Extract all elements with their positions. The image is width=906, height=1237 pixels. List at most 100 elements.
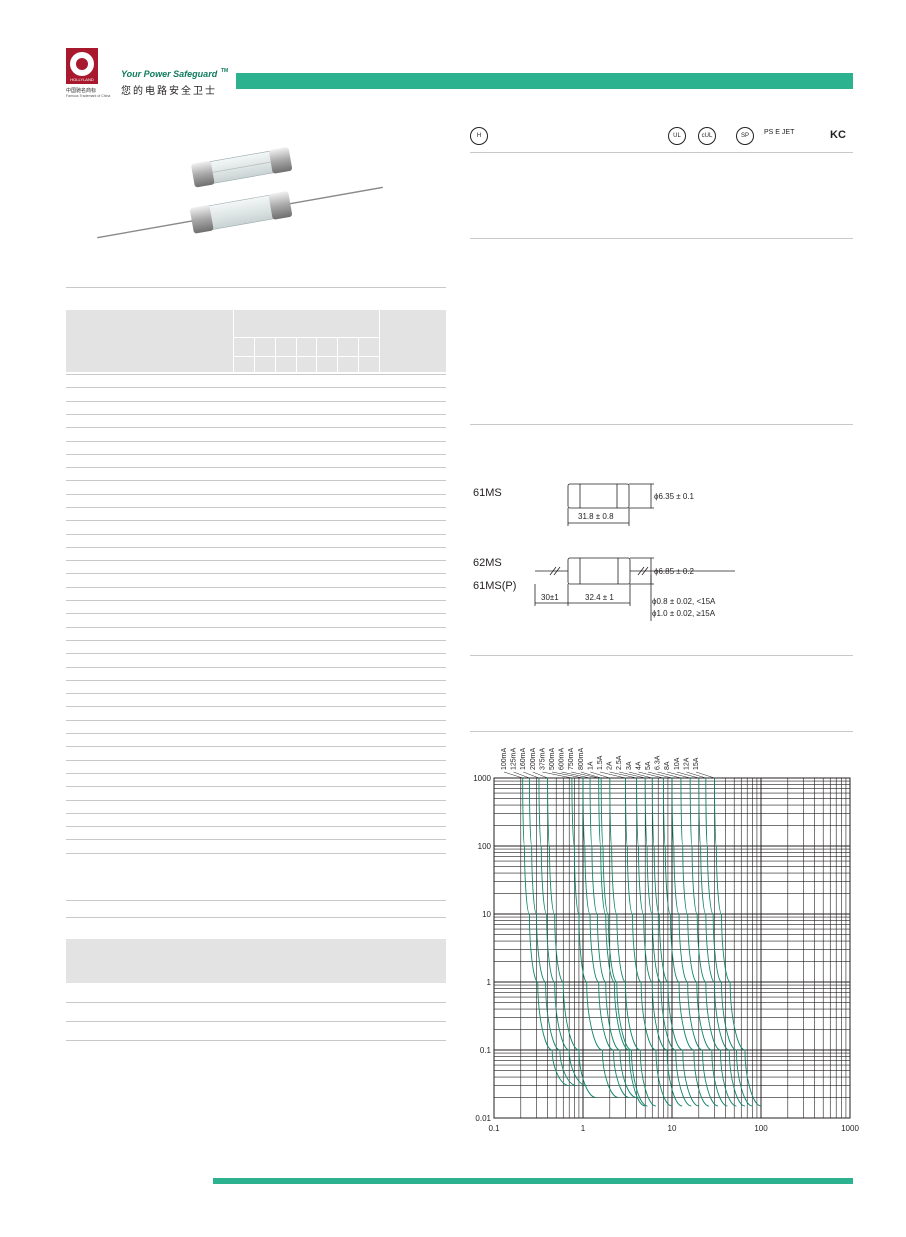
- y-tick-label: 100: [478, 842, 492, 851]
- table-row: [66, 441, 446, 442]
- table-row: [66, 853, 446, 854]
- x-tick-label: 100: [754, 1124, 768, 1133]
- series-leader-100mA: [503, 771, 523, 779]
- series-line-800mA: [600, 777, 648, 1107]
- series-line-100mA: [522, 777, 570, 1087]
- table-row: [66, 480, 446, 481]
- series-line-2.5A: [644, 777, 692, 1107]
- series-label-2.5A: 2.5A: [616, 755, 623, 770]
- series-label-12A: 12A: [683, 757, 690, 770]
- section-divider: [470, 424, 853, 425]
- y-tick-label: 1: [487, 978, 492, 987]
- table-rule: [66, 917, 446, 918]
- table-row: [66, 467, 446, 468]
- x-tick-label: 0.1: [488, 1124, 500, 1133]
- series-line-12A: [705, 777, 753, 1107]
- slogan-chinese: 您的电路安全卫士: [121, 86, 217, 97]
- kc-icon: KC: [830, 129, 846, 141]
- table-row: [66, 534, 446, 535]
- table-row: [66, 680, 446, 681]
- series-line-750mA: [598, 777, 646, 1107]
- dim-wire-note-2: ϕ1.0 ± 0.02, ≥15A: [652, 609, 716, 618]
- series-leader-375mA: [542, 771, 572, 779]
- series-label-8A: 8A: [664, 761, 671, 770]
- series-leader-8A: [667, 771, 691, 779]
- dim-62ms-diameter: ϕ6.85 ± 0.2: [654, 567, 695, 576]
- series-leader-15A: [695, 771, 715, 779]
- series-leader-4A: [638, 771, 664, 779]
- series-leader-160mA: [523, 771, 540, 779]
- table-row: [66, 374, 446, 375]
- series-leader-5A: [647, 771, 673, 779]
- series-label-160mA: 160mA: [520, 747, 527, 770]
- series-leader-10A: [676, 771, 699, 779]
- table-row: [66, 454, 446, 455]
- table-row: [66, 414, 446, 415]
- y-tick-label: 0.01: [475, 1114, 491, 1123]
- x-tick-label: 1: [581, 1124, 586, 1133]
- table-row: [66, 547, 446, 548]
- series-label-750mA: 750mA: [568, 747, 575, 770]
- series-line-2A: [636, 777, 683, 1107]
- series-label-1A: 1A: [587, 761, 594, 770]
- series-label-1.5A: 1.5A: [597, 755, 604, 770]
- table-header-2: [66, 939, 446, 983]
- series-line-600mA: [589, 777, 637, 1098]
- series-leader-800mA: [580, 771, 602, 779]
- x-tick-label: 10: [668, 1124, 677, 1133]
- series-line-4A: [662, 777, 710, 1107]
- series-line-160mA: [538, 777, 587, 1087]
- series-leader-2A: [609, 771, 637, 779]
- series-label-6.3A: 6.3A: [655, 755, 662, 770]
- series-leader-1.5A: [599, 771, 626, 779]
- series-leader-200mA: [532, 771, 548, 779]
- table-row: [66, 667, 446, 668]
- y-tick-label: 0.1: [480, 1046, 492, 1055]
- table-row: [66, 600, 446, 601]
- series-line-200mA: [547, 777, 597, 1098]
- series-line-1.5A: [625, 777, 673, 1107]
- series-leader-12A: [686, 771, 706, 779]
- series-label-500mA: 500mA: [549, 747, 556, 770]
- csa-icon: SP: [736, 127, 754, 145]
- product-photo: [97, 147, 383, 239]
- series-line-15A: [714, 777, 762, 1107]
- table-row: [66, 800, 446, 801]
- dim-62ms-length: 32.4 ± 1: [585, 593, 614, 602]
- y-tick-label: 10: [482, 910, 491, 919]
- series-line-5A: [671, 777, 719, 1107]
- series-label-2A: 2A: [607, 761, 614, 770]
- section-divider: [470, 152, 853, 153]
- series-line-10A: [698, 777, 746, 1107]
- dim-61ms-diameter: ϕ6.35 ± 0.1: [654, 492, 695, 501]
- series-label-200mA: 200mA: [530, 747, 537, 770]
- series-label-600mA: 600mA: [559, 747, 566, 770]
- table-row: [66, 693, 446, 694]
- series-line-125mA: [528, 777, 577, 1087]
- table-row: [66, 587, 446, 588]
- logo-emblem-icon: [70, 52, 94, 76]
- series-label-4A: 4A: [635, 761, 642, 770]
- dimension-drawing: [534, 483, 735, 621]
- table-row: [66, 773, 446, 774]
- section-divider: [470, 655, 853, 656]
- series-line-375mA: [571, 777, 619, 1098]
- table-row: [66, 839, 446, 840]
- series-line-6.3A: [680, 777, 728, 1107]
- table-row: [66, 786, 446, 787]
- series-leader-1A: [590, 771, 610, 779]
- section-divider: [470, 731, 853, 732]
- model-label-62ms: 62MS: [473, 557, 502, 569]
- table-row: [66, 813, 446, 814]
- dim-wire-note-1: ϕ0.8 ± 0.02, <15A: [652, 597, 716, 606]
- table-row: [66, 746, 446, 747]
- table-header: [66, 310, 446, 372]
- table-row: [66, 507, 446, 508]
- dim-lead-length: 30±1: [541, 593, 559, 602]
- section-divider: [470, 238, 853, 239]
- trademark-subcaption: Famous Trademark of China: [66, 94, 111, 98]
- ul-icon: UL: [668, 127, 686, 145]
- fuse-62ms-body: [567, 557, 631, 585]
- table-row: [66, 520, 446, 521]
